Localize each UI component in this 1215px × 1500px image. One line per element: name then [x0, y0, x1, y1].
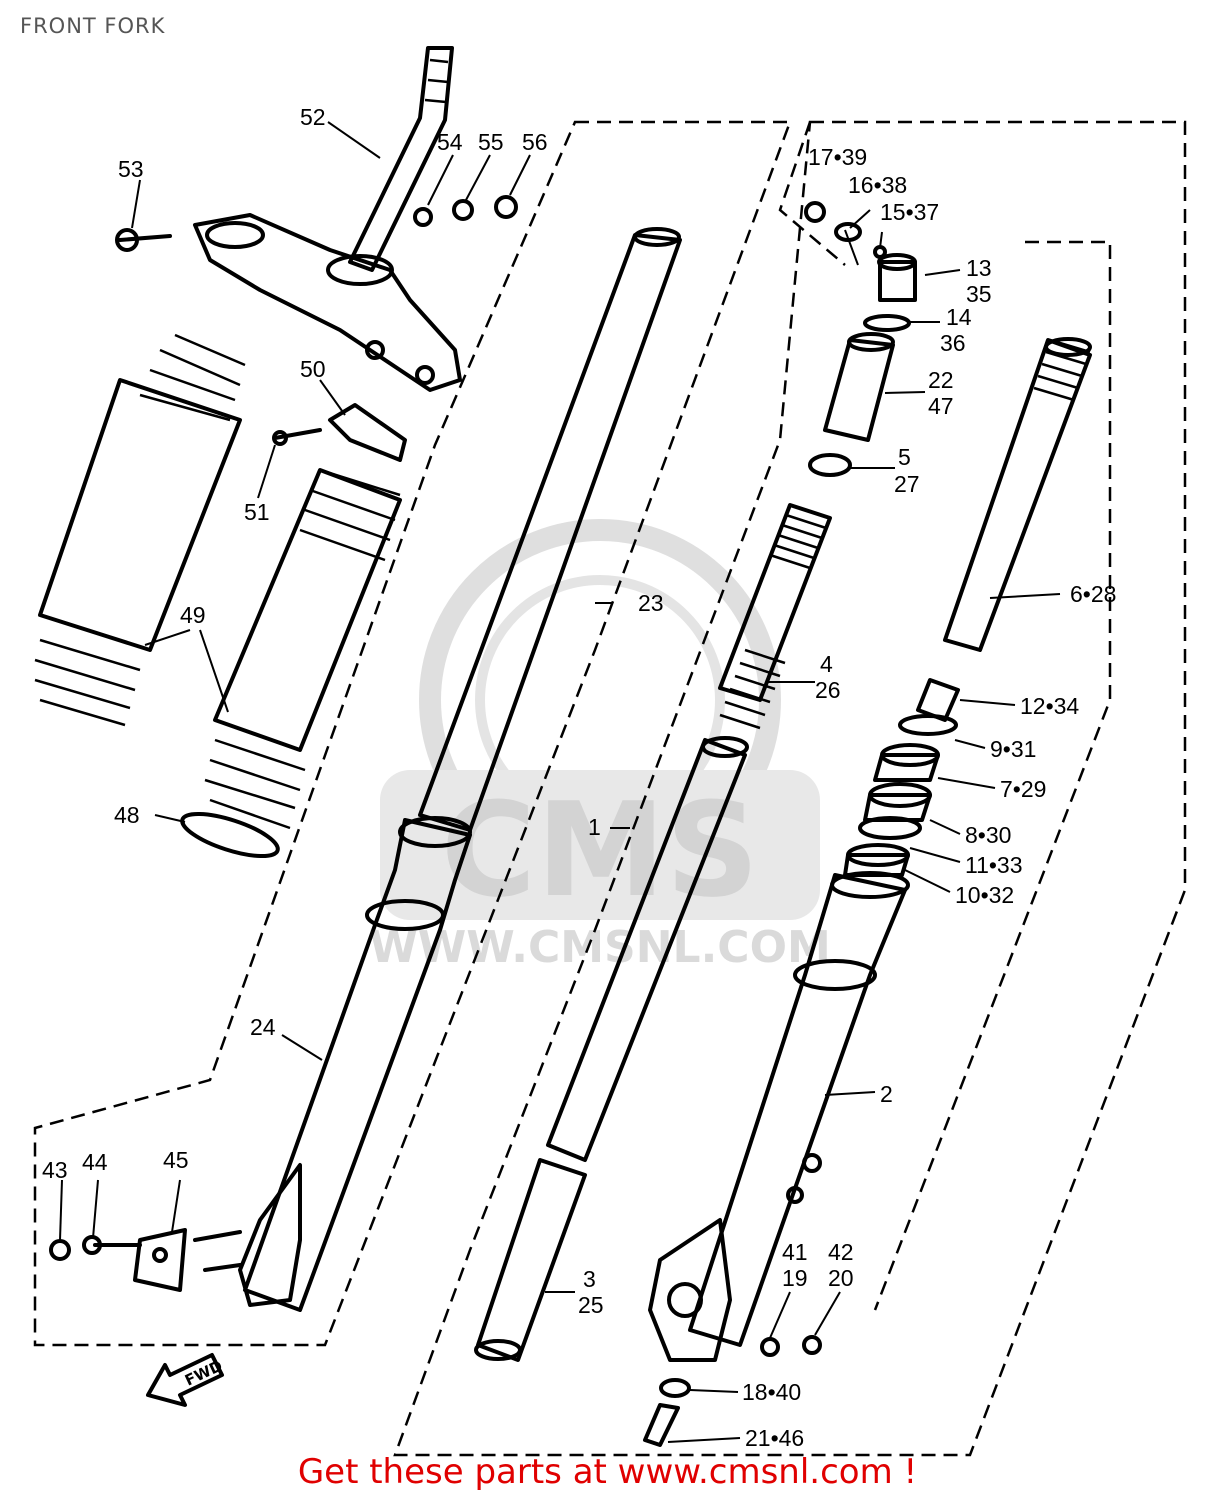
label-5: 5: [898, 444, 911, 470]
fork-boot-right: [204, 468, 402, 830]
stem-washers: [413, 195, 518, 227]
label-16-38: 16•38: [848, 172, 907, 198]
fork-cap-parts: [804, 201, 917, 477]
footer-link-text[interactable]: Get these parts at www.cmsnl.com !: [297, 1452, 918, 1492]
page-title: FRONT FORK: [20, 14, 166, 38]
watermark-logo-text: CMS: [441, 774, 759, 926]
label-12-34: 12•34: [1020, 693, 1079, 719]
label-3: 3: [583, 1266, 596, 1292]
label-47: 47: [928, 393, 954, 419]
label-21-46: 21•46: [745, 1425, 804, 1451]
group-outline-cap: [778, 121, 846, 266]
label-20: 20: [828, 1265, 854, 1291]
label-50: 50: [300, 356, 326, 382]
label-1: 1: [588, 814, 601, 840]
label-14: 14: [946, 304, 972, 330]
label-48: 48: [114, 802, 140, 828]
fork-spring-4: [718, 503, 832, 730]
bottom-bolts: [643, 1335, 822, 1447]
label-13: 13: [966, 255, 992, 281]
label-2: 2: [880, 1081, 893, 1107]
label-9-31: 9•31: [990, 736, 1036, 762]
inner-tube-6: [943, 337, 1092, 652]
group-outline-center: [393, 120, 1187, 1457]
label-53: 53: [118, 156, 144, 182]
group-outline-left: [33, 120, 792, 1347]
label-26: 26: [815, 677, 841, 703]
label-55: 55: [478, 129, 504, 155]
label-43: 43: [42, 1157, 68, 1183]
fork-boot-left: [34, 333, 246, 727]
steering-stem: [115, 46, 462, 392]
label-27: 27: [894, 471, 920, 497]
label-17-39: 17•39: [808, 144, 867, 170]
label-42: 42: [828, 1239, 854, 1265]
fwd-arrow-icon: FWD: [146, 1353, 225, 1407]
label-15-37: 15•37: [880, 199, 939, 225]
label-36: 36: [940, 330, 966, 356]
leader-lines: [59, 121, 1061, 1443]
label-10-32: 10•32: [955, 882, 1014, 908]
watermark-url-text: WWW.CMSNL.COM: [369, 922, 831, 973]
label-35: 35: [966, 281, 992, 307]
clamp-48: [180, 811, 280, 859]
label-45: 45: [163, 1147, 189, 1173]
label-8-30: 8•30: [965, 822, 1011, 848]
label-52: 52: [300, 104, 326, 130]
label-23: 23: [638, 590, 664, 616]
label-49: 49: [180, 602, 206, 628]
label-54: 54: [437, 129, 463, 155]
label-22: 22: [928, 367, 954, 393]
label-7-29: 7•29: [1000, 776, 1046, 802]
label-41: 41: [782, 1239, 808, 1265]
damper-sleeve-3: [474, 1158, 587, 1362]
seal-stack: [843, 678, 960, 877]
group-outline-inner: [873, 240, 1112, 1311]
damper-rod-1: [546, 736, 749, 1162]
label-18-40: 18•40: [742, 1379, 801, 1405]
label-6-28: 6•28: [1070, 581, 1116, 607]
boot-clamp-upper: [272, 403, 407, 462]
label-56: 56: [522, 129, 548, 155]
label-19: 19: [782, 1265, 808, 1291]
axle-holder-45: [49, 1228, 242, 1292]
label-44: 44: [82, 1149, 108, 1175]
label-11-33: 11•33: [965, 852, 1023, 878]
fork-slider-24: [238, 816, 472, 1312]
label-24: 24: [250, 1014, 276, 1040]
label-4: 4: [820, 651, 833, 677]
label-51: 51: [244, 499, 270, 525]
outer-slider-2: [648, 871, 910, 1362]
label-25: 25: [578, 1292, 604, 1318]
callout-labels: 52 53 54 55 56 50 51 49 48 24 43 44 45 2…: [42, 104, 1116, 1451]
